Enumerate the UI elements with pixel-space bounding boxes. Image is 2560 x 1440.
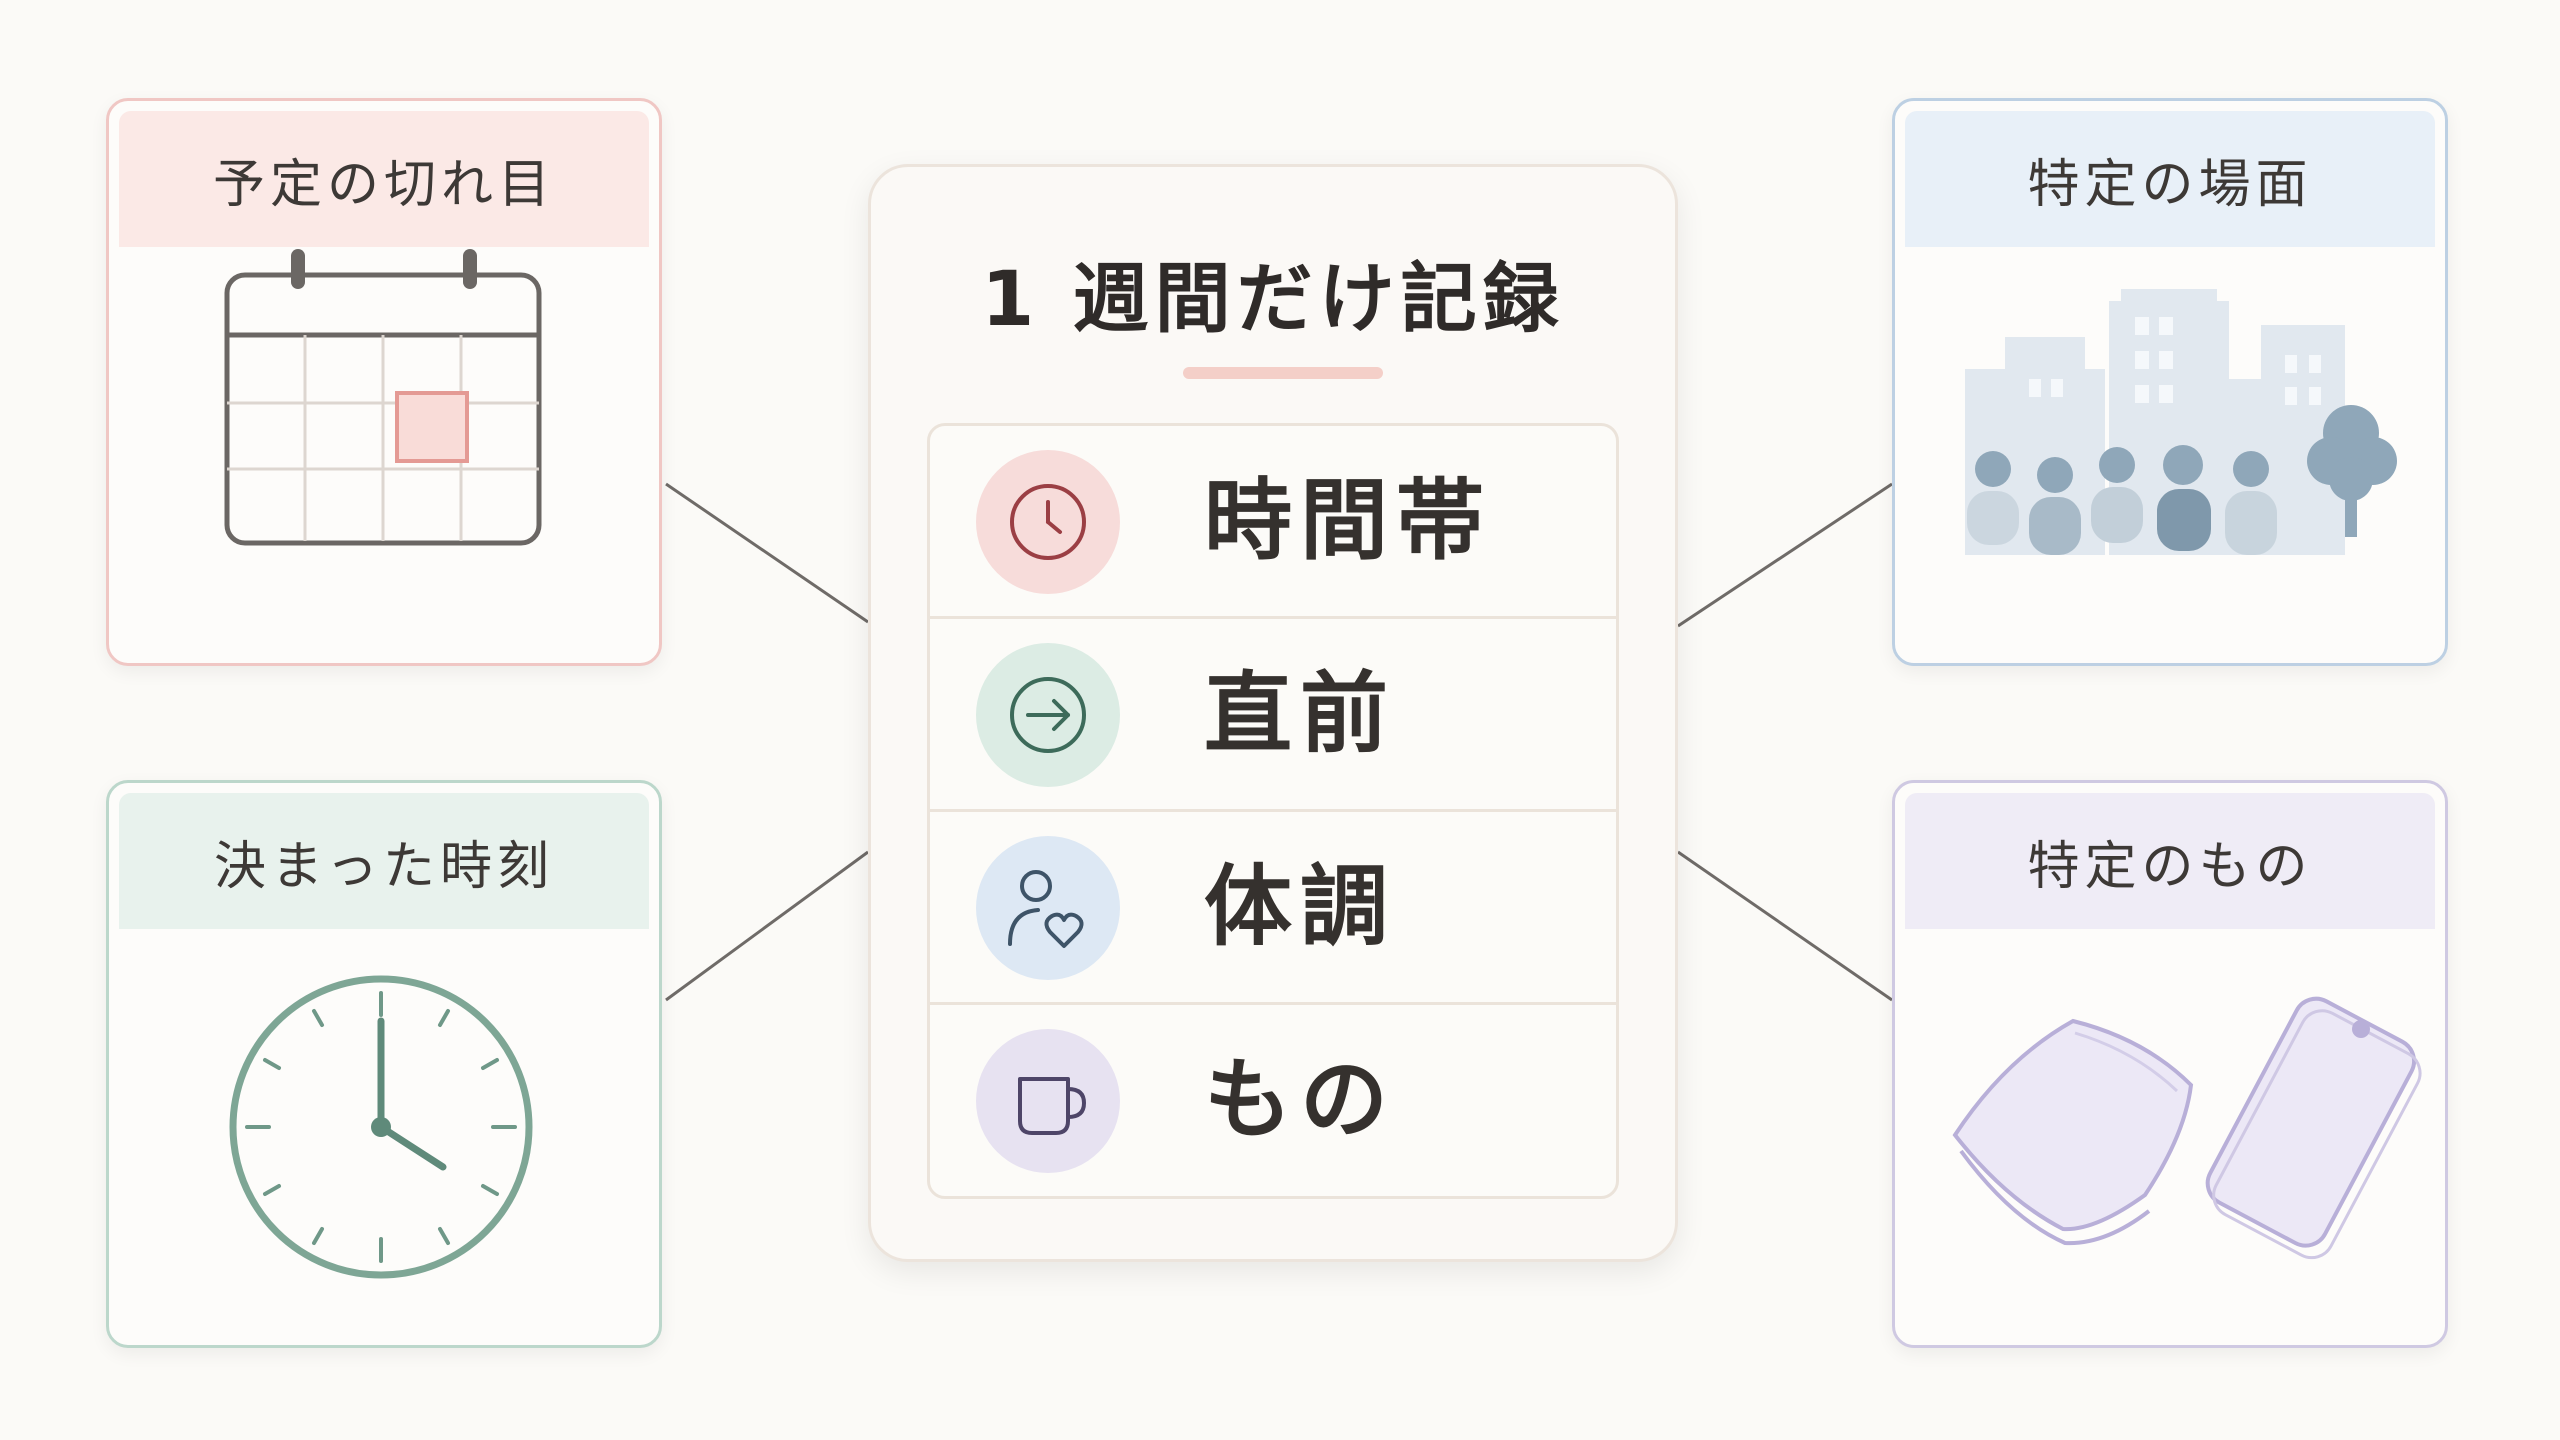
connector-bottom-left (665, 850, 869, 1002)
city-crowd-icon (1895, 247, 2445, 663)
mug-icon (976, 1029, 1120, 1173)
record-item-time-of-day: 時間帯 (930, 426, 1616, 619)
card-fixed-time-title: 決まった時刻 (119, 793, 649, 929)
connector-top-right (1677, 482, 1893, 628)
record-item-object: もの (930, 1005, 1616, 1196)
record-item-label: 体調 (1204, 855, 1397, 958)
center-record-card: 1 週間だけ記録 時間帯 直前 (868, 164, 1678, 1262)
card-specific-scene: 特定の場面 (1892, 98, 2448, 666)
card-fixed-time: 決まった時刻 (106, 780, 662, 1348)
clock-icon (109, 929, 659, 1345)
record-item-label: もの (1204, 1048, 1397, 1151)
clock-icon (976, 450, 1120, 594)
center-title: 1 週間だけ記録 (981, 254, 1565, 343)
calendar-icon (109, 247, 659, 663)
card-specific-object: 特定のもの (1892, 780, 2448, 1348)
record-items-list: 時間帯 直前 体調 (927, 423, 1619, 1199)
card-specific-scene-title: 特定の場面 (1905, 111, 2435, 247)
title-accent-bar (1183, 367, 1383, 379)
connector-bottom-right (1677, 850, 1893, 1002)
record-item-label: 直前 (1204, 662, 1397, 765)
connector-top-left (665, 482, 869, 624)
card-schedule-gap-title: 予定の切れ目 (119, 111, 649, 247)
person-heart-icon (976, 836, 1120, 980)
record-item-just-before: 直前 (930, 619, 1616, 812)
arrow-right-icon (976, 643, 1120, 787)
towel-and-phone-icon (1895, 929, 2445, 1345)
record-item-label: 時間帯 (1204, 469, 1493, 572)
card-schedule-gap: 予定の切れ目 (106, 98, 662, 666)
record-item-condition: 体調 (930, 812, 1616, 1005)
card-specific-object-title: 特定のもの (1905, 793, 2435, 929)
